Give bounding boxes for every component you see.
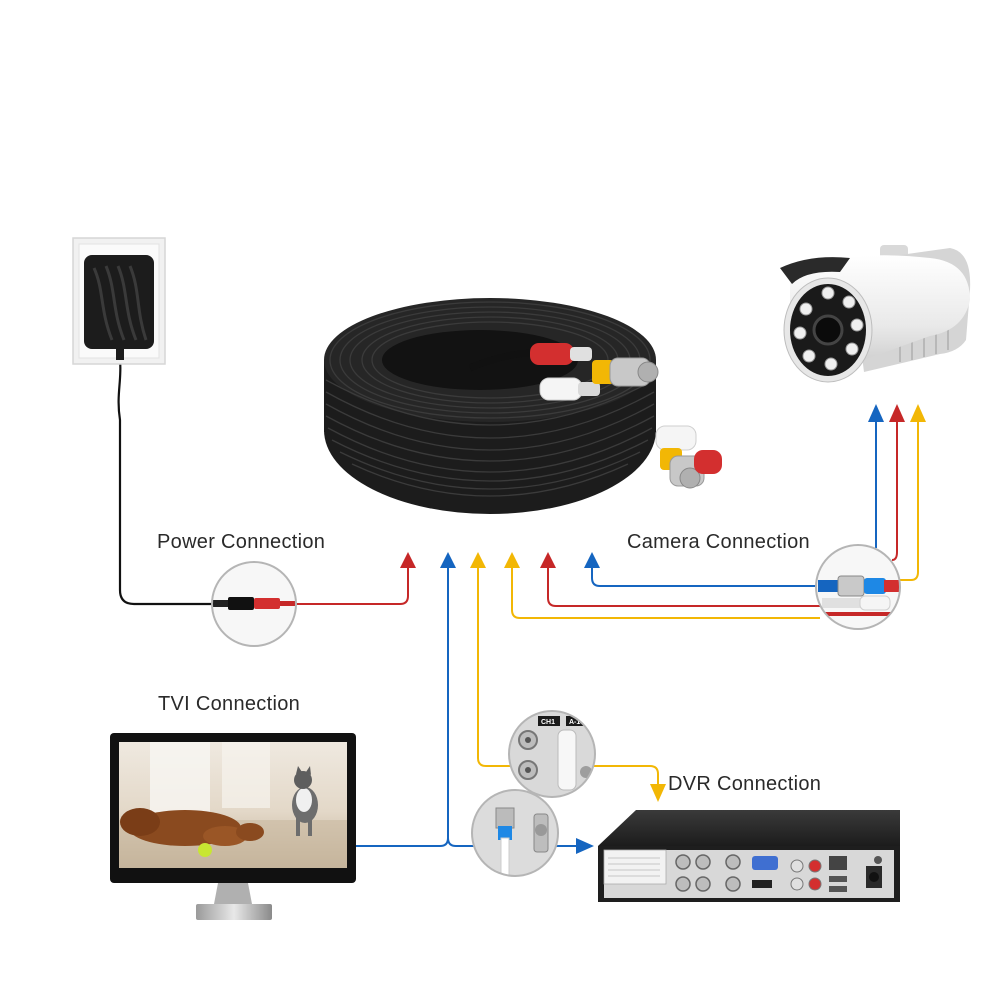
dvr-bnc-closeup: [471, 789, 559, 877]
siamese-cable-coil: [324, 298, 722, 514]
camera-up-blue-arrow: [868, 404, 884, 422]
rca-white-top: [539, 377, 583, 401]
bullet-camera: [780, 245, 971, 383]
adapter-body: [84, 255, 154, 349]
power-connection-label: Power Connection: [157, 531, 326, 553]
camera-up-red: [891, 420, 898, 561]
power-wire-red: [288, 566, 409, 605]
usb-port: [829, 876, 847, 882]
rca-ports: [790, 859, 822, 891]
tvi-connection-label: TVI Connection: [158, 693, 301, 715]
lan-port: [829, 856, 847, 870]
rca-red-right: [694, 450, 722, 474]
ch1-port-label: CH1: [541, 719, 555, 726]
connection-wires: [117, 359, 926, 854]
camera-connection-label: Camera Connection: [627, 531, 810, 553]
camera-up-red-arrow: [889, 404, 905, 422]
ball: [198, 843, 212, 857]
power-arrow-red: [400, 552, 416, 568]
dvr-arrow-blue: [576, 838, 594, 854]
camera-connectors-closeup: [815, 544, 901, 630]
camera-arrow-yellow: [504, 552, 520, 568]
rca-white-right: [655, 425, 697, 451]
power-adapter: [72, 237, 166, 365]
bnc-yellow-top: [592, 360, 614, 384]
camera-wire-blue: [591, 566, 820, 587]
camera-arrow-blue: [584, 552, 600, 568]
yellow-arrow-up-left: [470, 552, 486, 568]
camera-up-yellow-arrow: [910, 404, 926, 422]
dvr-recorder: [598, 810, 900, 902]
audio-port-label: A-1: [569, 719, 580, 726]
camera-wire-yellow: [511, 566, 820, 619]
dvr-connection-label: DVR Connection: [668, 773, 822, 795]
rca-red-top: [530, 343, 574, 365]
tvi-monitor: [110, 733, 356, 920]
camera-up-yellow: [900, 420, 919, 581]
tvi-wire-blue: [356, 566, 449, 847]
adapter-cord: [117, 359, 230, 606]
dvr-top: [598, 810, 900, 846]
power-plug-closeup: [211, 561, 297, 647]
dvr-arrow-yellow: [650, 784, 666, 802]
vga-port: [752, 856, 778, 870]
camera-wire-red: [547, 566, 820, 607]
monitor-stand-base: [196, 904, 272, 920]
tvi-arrow-blue: [440, 552, 456, 568]
dvr-wire-blue: [447, 837, 578, 847]
dvr-ch1-closeup: CH1 A-1: [508, 710, 596, 798]
dvr-bnc-ports: [675, 854, 741, 892]
hdmi-port: [752, 880, 772, 888]
camera-arrow-red: [540, 552, 556, 568]
